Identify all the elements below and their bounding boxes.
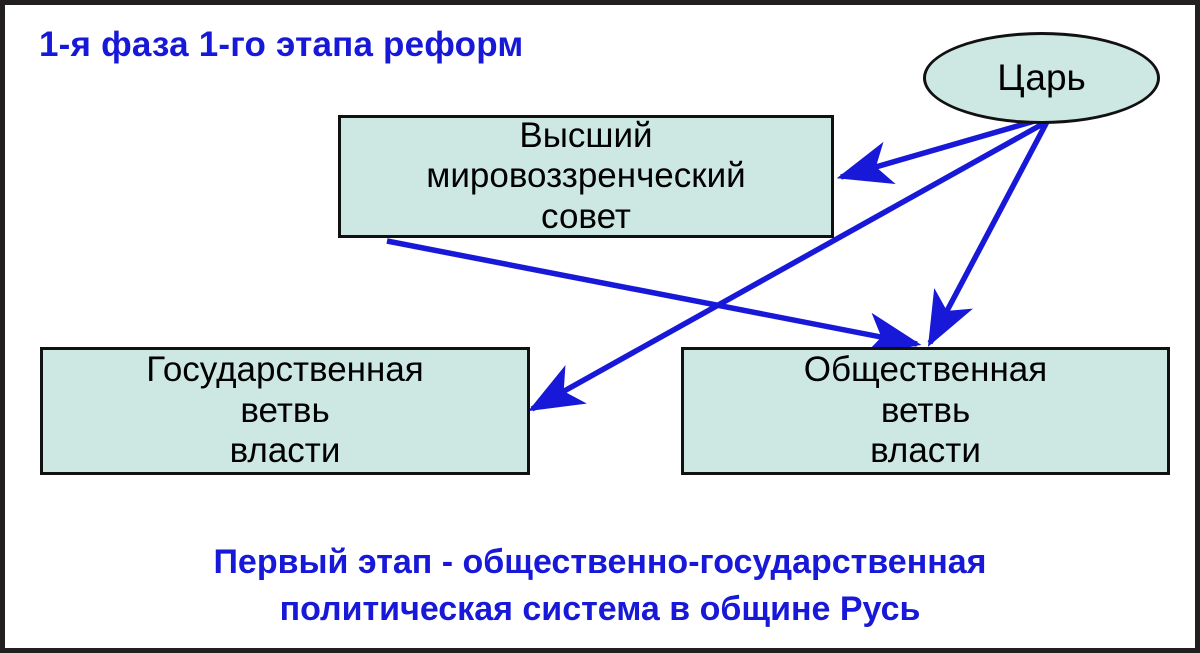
node-public-branch-line-3: власти xyxy=(870,431,981,471)
node-tsar-label: Царь xyxy=(997,57,1086,98)
node-council-line-2: мировоззренческий xyxy=(426,156,746,196)
page-title: 1-я фаза 1-го этапа реформ xyxy=(39,25,524,64)
node-state-branch-line-2: ветвь xyxy=(240,390,330,430)
node-state-branch-line-1: Государственная xyxy=(146,350,424,390)
node-council-line-1: Высший xyxy=(519,115,653,155)
slide-caption: Первый этап - общественно-государственна… xyxy=(5,539,1195,633)
node-council-line-3: совет xyxy=(541,196,631,236)
arrow-tsar-to-council xyxy=(836,115,1046,185)
arrow-council-to-public-branch xyxy=(386,238,922,356)
arrow-tsar-to-public-branch xyxy=(927,116,1052,347)
node-supreme-worldview-council[interactable]: Высший мировоззренческий совет xyxy=(338,115,834,238)
node-public-branch-line-1: Общественная xyxy=(803,350,1048,390)
node-public-branch-of-power[interactable]: Общественная ветвь власти xyxy=(681,347,1170,475)
node-state-branch-of-power[interactable]: Государственная ветвь власти xyxy=(40,347,530,475)
slide-caption-line-2: политическая система в общине Русь xyxy=(279,589,921,628)
node-state-branch-line-3: власти xyxy=(229,431,341,471)
node-public-branch-line-2: ветвь xyxy=(880,390,971,430)
slide-caption-line-1: Первый этап - общественно-государственна… xyxy=(213,543,987,581)
node-tsar[interactable]: Царь xyxy=(923,32,1160,124)
